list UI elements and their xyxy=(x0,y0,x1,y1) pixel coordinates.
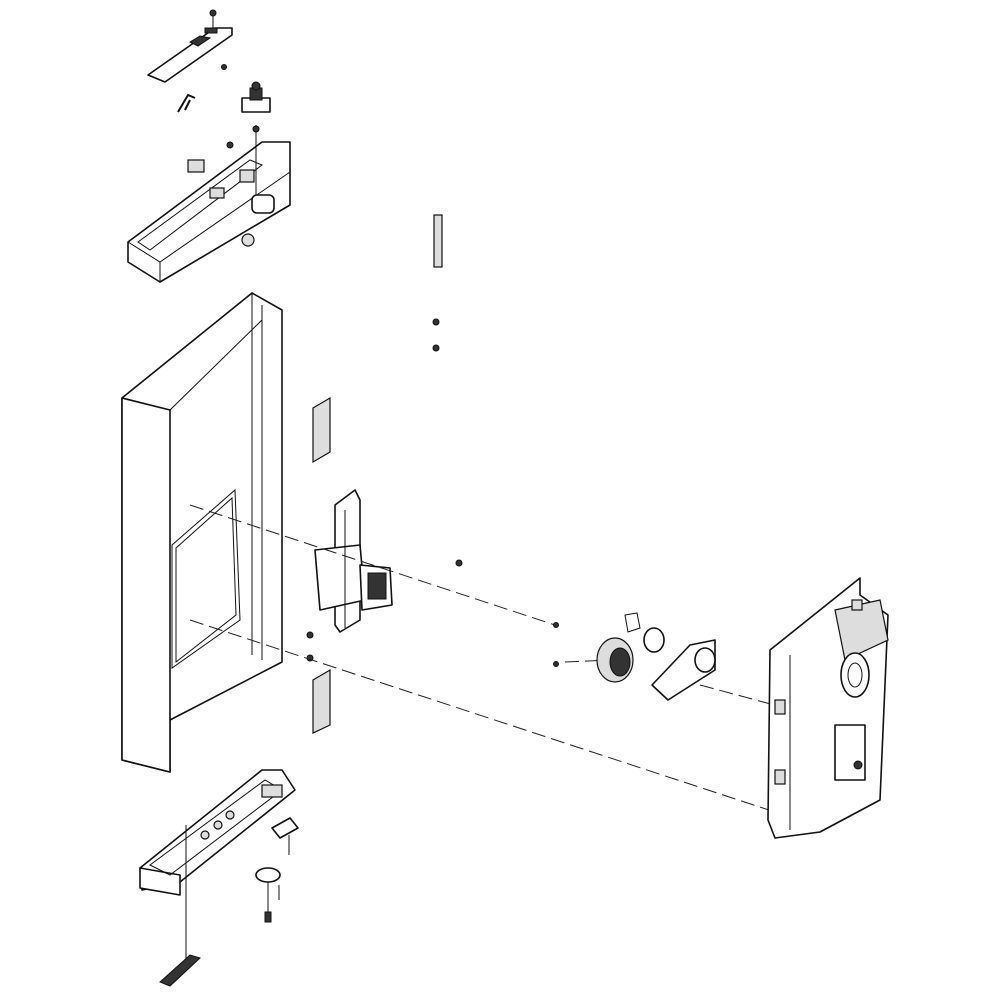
screw xyxy=(432,344,440,352)
bottom-trim-plate xyxy=(159,954,201,987)
screw xyxy=(553,622,559,628)
wire-clip xyxy=(177,93,196,113)
actuator-bracket xyxy=(651,639,716,701)
hinge-block-upper xyxy=(312,396,331,464)
hinge-pin-top xyxy=(241,81,271,113)
door-panel xyxy=(121,292,283,773)
dispenser-housing xyxy=(767,577,889,839)
top-cap xyxy=(127,125,291,283)
hinge-block-lower xyxy=(312,668,331,734)
solenoid xyxy=(596,612,641,683)
hinge-bracket-bottom xyxy=(255,817,299,923)
screw-small xyxy=(221,64,227,70)
screw xyxy=(306,631,314,639)
motor xyxy=(643,627,665,653)
top-cover-plate xyxy=(147,9,233,83)
dispenser-bracket xyxy=(314,489,393,633)
cam-part xyxy=(251,194,275,214)
screw xyxy=(553,661,559,667)
alignment-lines xyxy=(189,504,831,813)
screw xyxy=(455,559,463,567)
trim-strip xyxy=(433,214,443,268)
gear-small xyxy=(241,233,255,247)
screw xyxy=(432,318,440,326)
bottom-cap xyxy=(139,769,296,960)
